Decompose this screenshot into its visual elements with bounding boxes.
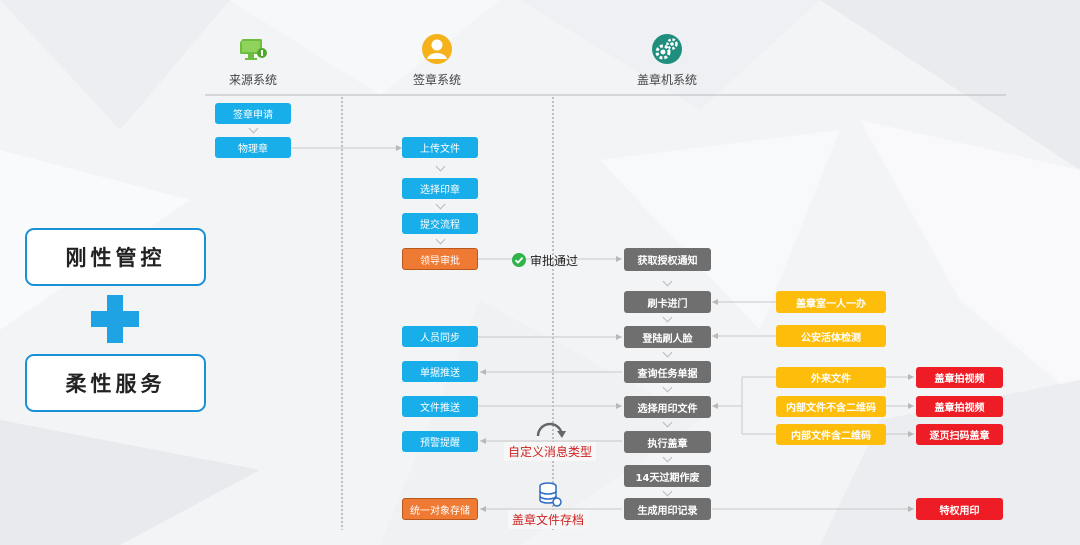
- node-physical-seal[interactable]: 物理章: [215, 137, 291, 158]
- column-sign-label: 签章系统: [412, 73, 461, 87]
- user-icon: [422, 34, 452, 64]
- node-warning[interactable]: 预警提醒: [402, 431, 478, 452]
- check-circle-icon: [512, 253, 526, 267]
- node-seal-apply[interactable]: 签章申请: [215, 103, 291, 124]
- node-card-entry[interactable]: 刷卡进门: [624, 291, 711, 313]
- node-privilege-seal[interactable]: 特权用印: [916, 498, 1003, 520]
- approval-passed-label: 审批通过: [530, 254, 579, 268]
- node-page-scan-seal[interactable]: 逐页扫码盖章: [916, 424, 1003, 445]
- database-icon: [539, 482, 562, 507]
- node-query-task[interactable]: 查询任务单据: [624, 361, 711, 383]
- node-select-seal[interactable]: 选择印章: [402, 178, 478, 199]
- node-police-check[interactable]: 公安活体检测: [776, 325, 886, 347]
- node-submit-process[interactable]: 提交流程: [402, 213, 478, 234]
- seal-archive-label: 盖章文件存档: [508, 510, 589, 529]
- custom-message-label: 自定义消息类型: [504, 442, 597, 461]
- node-select-file[interactable]: 选择用印文件: [624, 396, 711, 418]
- column-machine-label: 盖章机系统: [636, 73, 697, 87]
- node-personnel-sync[interactable]: 人员同步: [402, 326, 478, 347]
- flexible-service-box: 柔性服务: [25, 354, 206, 412]
- node-seal-video-2[interactable]: 盖章拍视频: [916, 396, 1003, 417]
- node-upload-file[interactable]: 上传文件: [402, 137, 478, 158]
- node-execute-seal[interactable]: 执行盖章: [624, 431, 711, 453]
- gear-icon: [652, 34, 682, 64]
- refresh-icon: [536, 422, 566, 438]
- node-seal-video-1[interactable]: 盖章拍视频: [916, 367, 1003, 388]
- node-object-storage[interactable]: 统一对象存储: [402, 498, 478, 520]
- node-face-login[interactable]: 登陆刷人脸: [624, 326, 711, 348]
- node-internal-qr[interactable]: 内部文件含二维码: [776, 424, 886, 445]
- column-source-label: 来源系统: [228, 73, 277, 87]
- node-leader-approval[interactable]: 领导审批: [402, 248, 478, 270]
- node-one-person[interactable]: 盖章室一人一办: [776, 291, 886, 313]
- node-auth-notice[interactable]: 获取授权通知: [624, 248, 711, 271]
- node-internal-no-qr[interactable]: 内部文件不含二维码: [776, 396, 886, 417]
- node-expire[interactable]: 14天过期作废: [624, 465, 711, 487]
- monitor-icon: [240, 39, 267, 60]
- node-doc-push[interactable]: 单据推送: [402, 361, 478, 382]
- node-file-push[interactable]: 文件推送: [402, 396, 478, 417]
- node-external-file[interactable]: 外来文件: [776, 367, 886, 388]
- rigid-control-box: 刚性管控: [25, 228, 206, 286]
- plus-icon-bar: [91, 311, 139, 327]
- node-record[interactable]: 生成用印记录: [624, 498, 711, 520]
